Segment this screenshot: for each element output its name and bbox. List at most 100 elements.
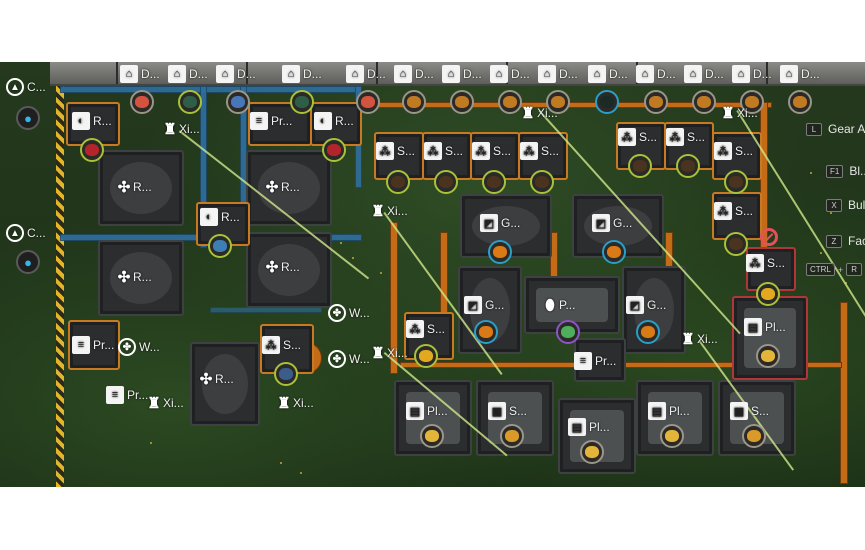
pump-label[interactable]: ▲C... <box>6 224 46 242</box>
printer-label[interactable]: ≡Pr... <box>72 336 114 354</box>
no-entry-warning-icon[interactable] <box>760 228 778 246</box>
smelter-label[interactable]: ⁂S... <box>376 142 415 160</box>
seed-resource-icon[interactable] <box>580 440 604 464</box>
depot-label[interactable]: ⌂D... <box>538 65 578 83</box>
depot-label[interactable]: ⌂D... <box>490 65 530 83</box>
copper-ore-resource-icon[interactable] <box>450 90 474 114</box>
hotkey-factory[interactable]: ZFac... <box>826 234 865 248</box>
smelter-label[interactable]: ⁂S... <box>714 142 753 160</box>
seed-resource-icon[interactable] <box>742 424 766 448</box>
gold-ore-resource-icon[interactable] <box>756 282 780 306</box>
ice-resource-icon[interactable] <box>208 234 232 258</box>
refinery-building[interactable] <box>98 240 184 316</box>
printer-label[interactable]: ≡Pr... <box>250 112 292 130</box>
depot-label[interactable]: ⌂D... <box>780 65 820 83</box>
ore-resource-icon[interactable] <box>530 170 554 194</box>
gear-assembler-label[interactable]: ◩G... <box>592 214 632 232</box>
refinery-building[interactable] <box>246 150 332 226</box>
game-viewport[interactable]: ⌂D... ⌂D... ⌂D... ⌂D... ⌂D... ⌂D... ⌂D..… <box>0 62 865 487</box>
refinery-label[interactable]: ✣R... <box>265 179 300 196</box>
refinery-label[interactable]: ✣R... <box>199 371 234 388</box>
copper-ore-resource-icon[interactable] <box>402 90 426 114</box>
copper-ore-resource-icon[interactable] <box>644 90 668 114</box>
smelter-label[interactable]: ⁂S... <box>618 128 657 146</box>
depot-label[interactable]: ⌂D... <box>346 65 386 83</box>
wind-turbine-label[interactable]: ✤W... <box>328 304 370 322</box>
pill-press-label[interactable]: ⬮P... <box>545 296 576 314</box>
relay-label[interactable]: ♜Xi... <box>163 121 200 138</box>
relay-label[interactable]: ♜Xi... <box>721 105 758 122</box>
depot-label[interactable]: ⌂D... <box>216 65 256 83</box>
water-drop-icon[interactable]: ● <box>16 106 40 130</box>
gear-assembler-label[interactable]: ◩G... <box>480 214 520 232</box>
copper-ore-resource-icon[interactable] <box>788 90 812 114</box>
gear-block-resource-icon[interactable] <box>602 240 626 264</box>
copper-ore-resource-icon[interactable] <box>498 90 522 114</box>
smelter-label[interactable]: ⁂S... <box>424 142 463 160</box>
hotkey-bulldoze[interactable]: XBull... <box>826 198 865 212</box>
coal-resource-icon[interactable] <box>595 90 619 114</box>
depot-label[interactable]: ⌂D... <box>636 65 676 83</box>
ore-resource-icon[interactable] <box>628 154 652 178</box>
seeder-label[interactable]: ▦S... <box>730 402 769 420</box>
seeder-label[interactable]: ▦S... <box>488 402 527 420</box>
printer-label[interactable]: ≡Pr... <box>574 352 616 370</box>
relay-label[interactable]: ♜Xi... <box>147 395 184 412</box>
ruby-resource-icon[interactable] <box>80 138 104 162</box>
planter-label[interactable]: ▤Pl... <box>406 402 448 420</box>
refinery-label[interactable]: ✣R... <box>117 269 152 286</box>
depot-label[interactable]: ⌂D... <box>120 65 160 83</box>
wind-turbine-label[interactable]: ✤W... <box>328 350 370 368</box>
printer-label[interactable]: ≡Pr... <box>106 386 148 404</box>
refinery-label[interactable]: ✣R... <box>265 259 300 276</box>
depot-label[interactable]: ⌂D... <box>394 65 434 83</box>
reactor-label[interactable]: ◐R... <box>314 112 354 130</box>
wind-turbine-label[interactable]: ✤W... <box>118 338 160 356</box>
hotkey-ctrl-r[interactable]: CTRL+R <box>806 263 863 276</box>
ore-resource-icon[interactable] <box>434 170 458 194</box>
relay-label[interactable]: ♜Xi... <box>521 105 558 122</box>
refinery-label[interactable]: ✣R... <box>117 179 152 196</box>
ore-resource-icon[interactable] <box>482 170 506 194</box>
copper-ore-resource-icon[interactable] <box>692 90 716 114</box>
pill-resource-icon[interactable] <box>556 320 580 344</box>
pump-label[interactable]: ▲C... <box>6 78 46 96</box>
reactor-label[interactable]: ◐R... <box>200 208 240 226</box>
seed-resource-icon[interactable] <box>420 424 444 448</box>
ore-resource-icon[interactable] <box>724 232 748 256</box>
gear-assembler-label[interactable]: ◩G... <box>626 296 666 314</box>
green-crystal-resource-icon[interactable] <box>290 90 314 114</box>
gear-assembler-label[interactable]: ◩G... <box>464 296 504 314</box>
ore-resource-icon[interactable] <box>386 170 410 194</box>
seed-resource-icon[interactable] <box>500 424 524 448</box>
gear-block-resource-icon[interactable] <box>488 240 512 264</box>
smelter-label[interactable]: ⁂S... <box>406 320 445 338</box>
smelter-label[interactable]: ⁂S... <box>746 254 785 272</box>
depot-label[interactable]: ⌂D... <box>442 65 482 83</box>
smelter-label[interactable]: ⁂S... <box>520 142 559 160</box>
reactor-label[interactable]: ◐R... <box>72 112 112 130</box>
depot-label[interactable]: ⌂D... <box>732 65 772 83</box>
relay-label[interactable]: ♜Xi... <box>681 331 718 348</box>
gear-block-resource-icon[interactable] <box>474 320 498 344</box>
ore-resource-icon[interactable] <box>676 154 700 178</box>
gear-block-resource-icon[interactable] <box>636 320 660 344</box>
ore-resource-icon[interactable] <box>724 170 748 194</box>
refinery-building[interactable] <box>190 342 260 426</box>
ice-resource-icon[interactable] <box>274 362 298 386</box>
refinery-building[interactable] <box>246 232 332 308</box>
smelter-label[interactable]: ⁂S... <box>472 142 511 160</box>
water-drop-icon[interactable]: ● <box>16 250 40 274</box>
smelter-label[interactable]: ⁂S... <box>262 336 301 354</box>
depot-label[interactable]: ⌂D... <box>168 65 208 83</box>
refinery-building[interactable] <box>98 150 184 226</box>
ruby-resource-icon[interactable] <box>130 90 154 114</box>
planter-label[interactable]: ▤Pl... <box>568 418 610 436</box>
smelter-label[interactable]: ⁂S... <box>714 202 753 220</box>
planter-building[interactable] <box>732 296 808 380</box>
depot-label[interactable]: ⌂D... <box>282 65 322 83</box>
relay-label[interactable]: ♜Xi... <box>371 203 408 220</box>
sapphire-resource-icon[interactable] <box>226 90 250 114</box>
smelter-label[interactable]: ⁂S... <box>666 128 705 146</box>
